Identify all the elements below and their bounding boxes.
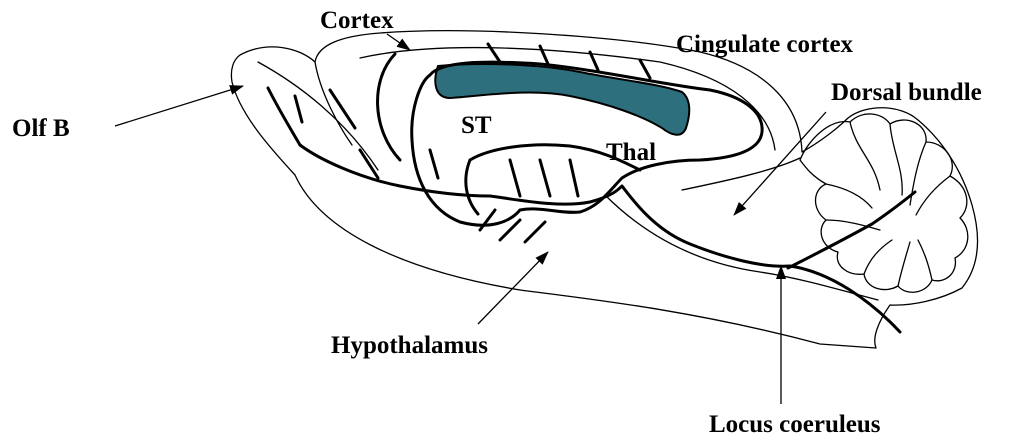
cortex-outer-tract	[378, 54, 400, 160]
dorsal-bundle-tract	[788, 192, 915, 268]
frontal-inner-outline	[315, 62, 352, 145]
label-dorsal-bundle: Dorsal bundle	[831, 79, 982, 106]
cerebellum-folia	[826, 122, 950, 286]
olf-b-arrow	[115, 86, 243, 126]
brainstem-inner-outline	[605, 195, 878, 300]
midbrain-inner-line	[682, 158, 800, 190]
label-cortex: Cortex	[320, 7, 394, 34]
cortex-arrow	[387, 34, 410, 50]
dorsal-bundle-arrow	[734, 112, 826, 215]
label-locus-coeruleus: Locus coeruleus	[709, 411, 881, 438]
label-cingulate-cortex: Cingulate cortex	[676, 31, 854, 58]
label-st: ST	[461, 112, 492, 139]
medial-forebrain-bundle	[300, 145, 900, 332]
hypothalamus-arrow	[478, 252, 548, 324]
label-thal: Thal	[606, 139, 656, 166]
label-hypothalamus: Hypothalamus	[331, 332, 488, 359]
cortex-boundary	[360, 48, 775, 150]
cerebellum-outline	[800, 114, 968, 292]
label-olf-b: Olf B	[12, 115, 70, 142]
striatum-lower-curve	[466, 160, 478, 214]
